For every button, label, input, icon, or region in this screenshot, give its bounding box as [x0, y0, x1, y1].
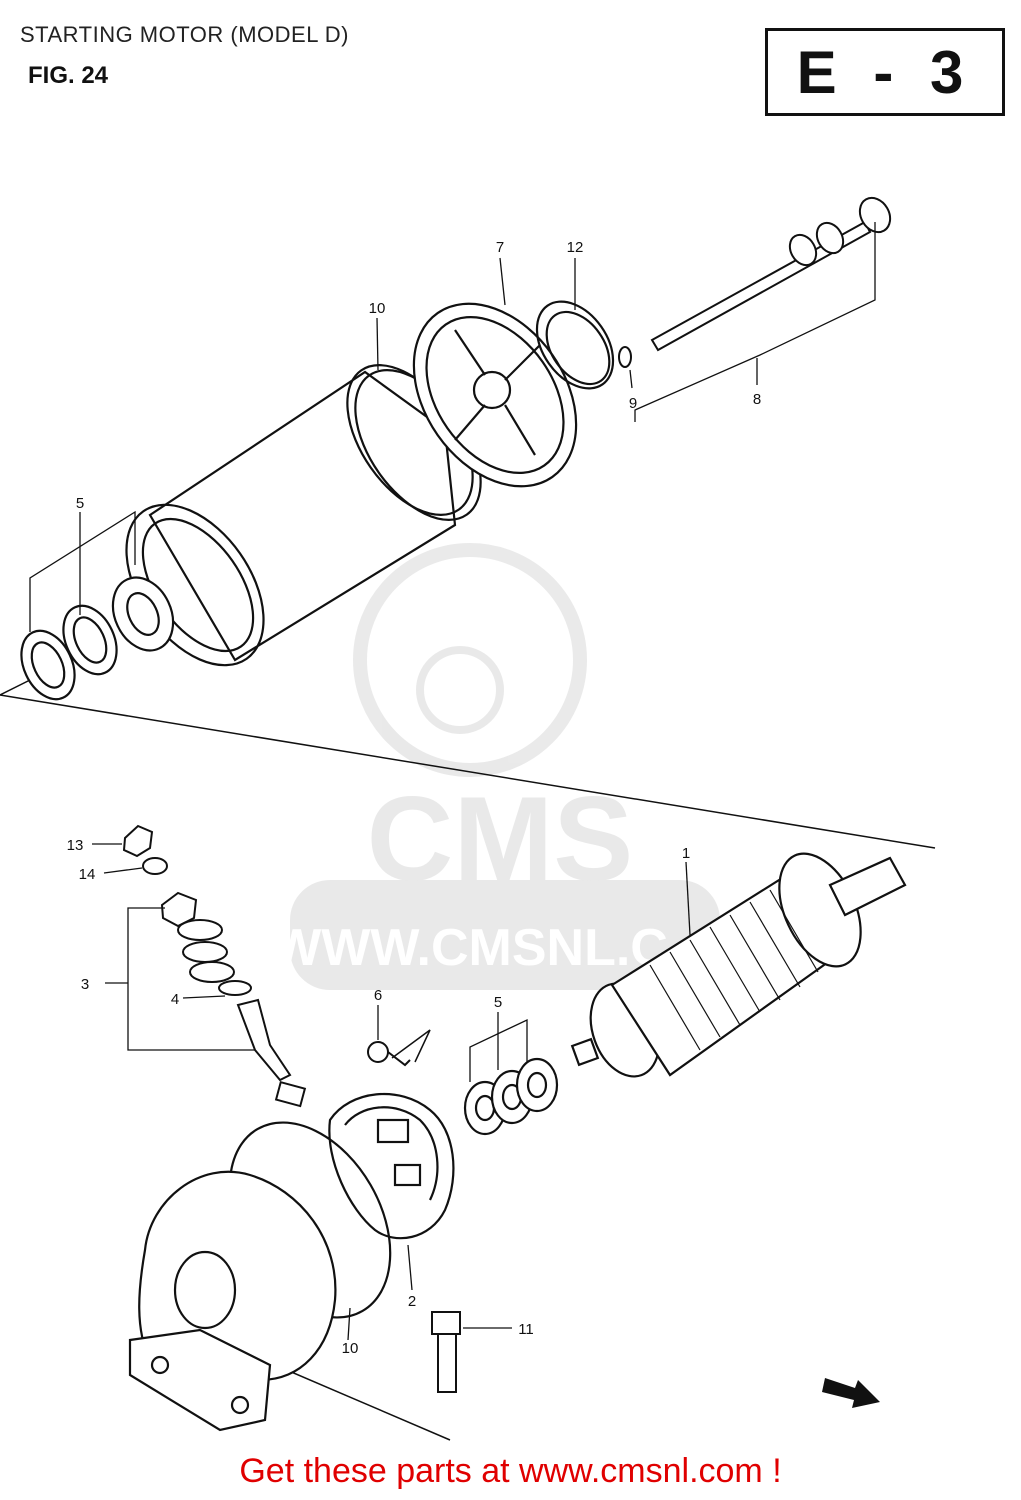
callout-5-upper: 5 [76, 495, 84, 512]
figure-label: FIG. 24 [28, 62, 109, 89]
callout-4: 4 [171, 991, 179, 1008]
callout-10-lower: 10 [342, 1340, 359, 1357]
callout-8: 8 [753, 391, 761, 408]
callout-3: 3 [81, 976, 89, 993]
part-end-cover [412, 302, 578, 488]
section-divider-left [0, 679, 31, 696]
part-washers-lower [463, 1057, 559, 1136]
section-divider-upper [0, 694, 936, 849]
watermark-brand: CMS [367, 772, 634, 906]
cms-watermark: CMS WWW.CMSNL.C [272, 543, 720, 990]
callout-5-lower: 5 [494, 994, 502, 1011]
diagram-title: STARTING MOTOR (MODEL D) [20, 22, 349, 47]
part-o-ring-upper [535, 300, 615, 390]
footer-link-text[interactable]: Get these parts at www.cmsnl.com ! [239, 1452, 782, 1490]
part-armature [570, 852, 907, 1078]
callout-1: 1 [682, 845, 690, 862]
part-washers-upper [20, 576, 175, 701]
part-through-bolt [650, 196, 892, 352]
part-brush-holder [328, 1092, 455, 1240]
part-washer-14 [142, 857, 168, 875]
callout-2: 2 [408, 1293, 416, 1310]
callout-13: 13 [67, 837, 84, 854]
part-bolt-11 [431, 1311, 461, 1393]
callout-7: 7 [496, 239, 504, 256]
callout-labels: 1 2 3 4 5 5 6 7 8 9 10 10 11 12 13 14 [67, 239, 762, 1357]
callout-11: 11 [518, 1321, 534, 1338]
callout-14: 14 [79, 866, 96, 883]
front-arrow-icon [822, 1378, 880, 1408]
section-code-box: E - 3 [765, 28, 1005, 116]
callout-6: 6 [374, 987, 382, 1004]
callout-12: 12 [567, 239, 584, 256]
watermark-url: WWW.CMSNL.C [272, 919, 668, 977]
part-terminal-set [160, 891, 307, 1108]
part-nut-13 [122, 824, 154, 858]
callout-9: 9 [629, 395, 637, 412]
part-washer-9 [618, 346, 632, 368]
leader-lines [29, 222, 876, 1341]
callout-10-upper: 10 [369, 300, 386, 317]
leader-6-brackets [391, 1029, 431, 1063]
part-brush-spring [367, 1041, 411, 1067]
part-end-housing [128, 1170, 337, 1432]
